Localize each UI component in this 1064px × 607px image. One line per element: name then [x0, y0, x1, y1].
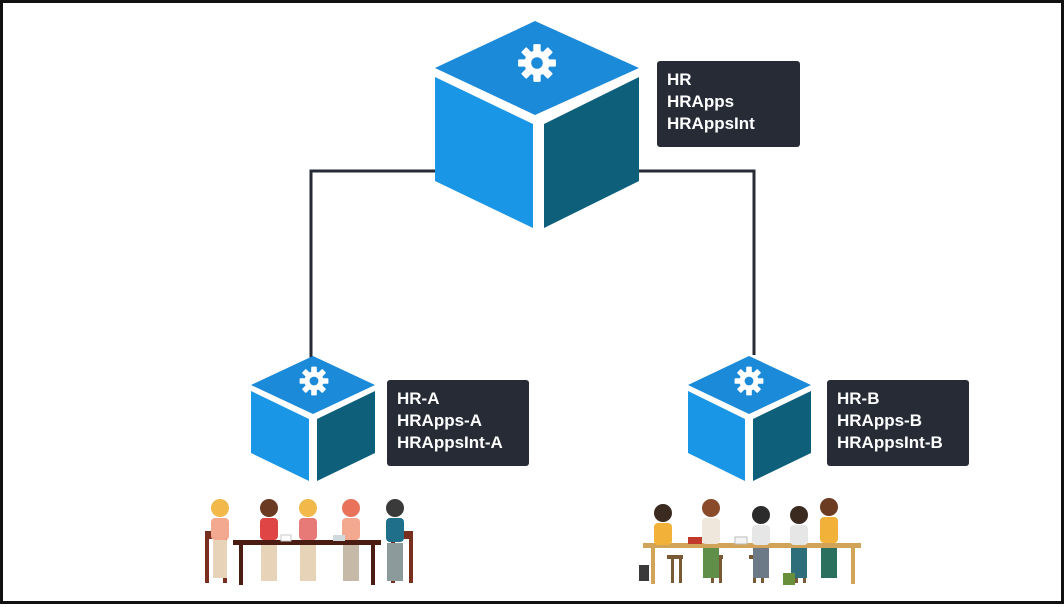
tenant-a-label-line-2: HRApps-A: [397, 411, 482, 430]
root-label-line-3: HRAppsInt: [667, 114, 755, 133]
root-cube: [435, 21, 639, 228]
tenant-b-cube: [688, 356, 811, 481]
gear-icon: [518, 44, 556, 82]
team-meeting-illustration-b: [639, 498, 861, 585]
root-label-line-2: HRApps: [667, 92, 735, 111]
root-label-line-1: HR: [667, 70, 692, 89]
tenant-b-label-line-1: HR-B: [837, 389, 880, 408]
connector-root-to-b: [639, 169, 756, 355]
root-label-box: HR HRApps HRAppsInt: [657, 61, 800, 147]
tenant-a-label-line-3: HRAppsInt-A: [397, 433, 503, 452]
hierarchy-diagram: [205, 21, 861, 585]
gear-icon: [299, 366, 329, 396]
connector-lines: [309, 169, 756, 375]
tenant-b-label-box: HR-B HRApps-B HRAppsInt-B: [827, 380, 969, 466]
tenant-b-label-line-2: HRApps-B: [837, 411, 922, 430]
tenant-a-label-line-1: HR-A: [397, 389, 440, 408]
tenant-b-label-line-3: HRAppsInt-B: [837, 433, 943, 452]
tenant-a-cube: [251, 356, 375, 481]
team-meeting-illustration-a: [205, 499, 413, 585]
connector-root-to-a: [309, 169, 437, 375]
tenant-a-label-box: HR-A HRApps-A HRAppsInt-A: [387, 380, 529, 466]
gear-icon: [734, 366, 764, 396]
